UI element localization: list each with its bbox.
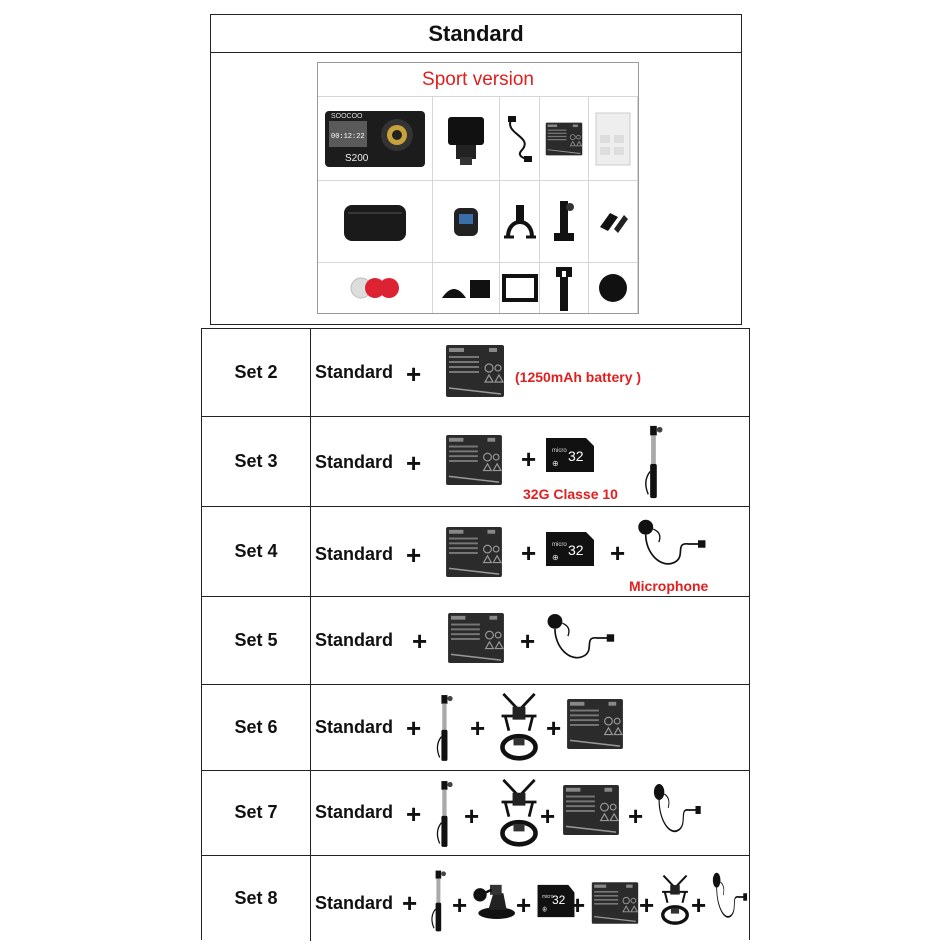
camera-brand: SOOCOO: [331, 113, 363, 120]
chest-harness-icon: [658, 869, 692, 931]
handlebar-mount-icon: [500, 180, 540, 262]
microphone-icon: [710, 869, 748, 925]
sd-capacity: 32: [552, 893, 566, 907]
sd-card-icon: 32: [544, 436, 596, 474]
sd-capacity: 32: [568, 448, 584, 464]
battery-icon: [445, 526, 503, 578]
set-label: Set 6: [202, 684, 311, 770]
chest-harness-icon: [496, 776, 542, 850]
set-row-5: Set 5 Standard + +: [202, 596, 749, 685]
chest-harness-icon: [496, 690, 542, 764]
battery-icon: [445, 344, 505, 398]
plus-sign: +: [521, 444, 537, 474]
carry-case-icon: [318, 180, 433, 262]
plus-sign: +: [639, 890, 655, 920]
plus-sign: +: [540, 801, 556, 831]
remote-control-icon: [433, 180, 500, 262]
selfie-stick-icon: [638, 424, 668, 500]
battery-icon: [445, 434, 503, 486]
plus-sign: +: [412, 626, 428, 656]
plus-sign: +: [570, 890, 586, 920]
set-row-7: Set 7 Standard + + + +: [202, 770, 749, 856]
plus-sign: +: [406, 713, 422, 743]
sd-capacity: 32: [568, 542, 584, 558]
plus-sign: +: [521, 538, 537, 568]
set-label: Set 5: [202, 596, 311, 684]
battery-icon: [566, 698, 624, 750]
camera-time: 00:12:22: [331, 133, 365, 141]
plus-sign: +: [470, 713, 486, 743]
standard-title: Standard: [211, 15, 741, 53]
battery-icon: [591, 881, 639, 925]
accessory-grid: SOOCOO 00:12:22 S200: [318, 96, 638, 313]
set-label: Set 7: [202, 770, 311, 855]
battery-capacity-note: (1250mAh battery ): [515, 369, 642, 385]
selfie-stick-icon: [431, 778, 457, 850]
plus-sign: +: [628, 801, 644, 831]
adhesive-pads-icon: [318, 262, 433, 313]
plus-sign: +: [464, 801, 480, 831]
set-row-4: Set 4 Standard + + 32 + Microphone: [202, 506, 749, 597]
usb-cable-icon: [500, 96, 540, 180]
battery-icon: [447, 612, 505, 664]
plus-sign: +: [406, 799, 422, 829]
set-label: Set 8: [202, 855, 311, 941]
sport-version-panel: Sport version SOOCOO 00:12:22 S200: [317, 62, 639, 314]
sd-card-icon: 32: [544, 530, 596, 568]
battery-icon: [562, 784, 620, 836]
standard-label: Standard: [315, 452, 394, 472]
plus-sign: +: [691, 890, 707, 920]
buckle-icon: [589, 180, 638, 262]
microphone-icon: [542, 610, 616, 666]
suction-mount-icon: [470, 877, 520, 921]
set-row-8: Set 8 Standard + + + 32 + + +: [202, 855, 749, 941]
wrench-icon: [540, 262, 589, 313]
standard-label: Standard: [315, 893, 394, 913]
standard-package-box: Standard Sport version SOOCOO 00:12:22 S…: [210, 14, 742, 325]
set-row-6: Set 6 Standard + + +: [202, 684, 749, 771]
set-row-3: Set 3 Standard + + 32 32G Classe 10: [202, 416, 749, 507]
selfie-stick-icon: [426, 863, 450, 939]
plus-sign: +: [452, 890, 468, 920]
camera-model: S200: [345, 153, 369, 164]
lens-cap-icon: [589, 262, 638, 313]
selfie-stick-icon: [431, 692, 457, 764]
plus-sign: +: [546, 713, 562, 743]
battery-icon: [540, 96, 589, 180]
plus-sign: +: [406, 448, 422, 478]
set-label: Set 4: [202, 506, 311, 596]
plus-sign: +: [406, 359, 422, 389]
standard-label: Standard: [315, 544, 394, 564]
plus-sign: +: [402, 888, 418, 918]
set-label: Set 3: [202, 416, 311, 506]
microphone-icon: [630, 516, 710, 572]
plus-sign: +: [520, 626, 536, 656]
standard-label: Standard: [315, 630, 394, 650]
microphone-icon: [650, 780, 702, 840]
sd-card-note: 32G Classe 10: [523, 486, 618, 502]
camera-icon: SOOCOO 00:12:22 S200: [318, 96, 433, 180]
sd-card-icon: 32: [536, 883, 576, 919]
microphone-note: Microphone: [629, 578, 709, 594]
sets-table: Set 2 Standard + (1250mAh battery ) Set …: [201, 328, 750, 941]
mount-adapter-icon: [540, 180, 589, 262]
sticker-sheet-icon: [589, 96, 638, 180]
standard-label: Standard: [315, 362, 394, 382]
plus-sign: +: [406, 540, 422, 570]
sport-version-title: Sport version: [422, 69, 534, 90]
curved-mount-icon: [433, 262, 500, 313]
backdoor-frame-icon: [500, 262, 540, 313]
plus-sign: +: [516, 890, 532, 920]
standard-label: Standard: [315, 717, 394, 737]
standard-label: Standard: [315, 802, 394, 822]
plus-sign: +: [610, 538, 626, 568]
set-row-2: Set 2 Standard + (1250mAh battery ): [202, 329, 749, 417]
waterproof-case-icon: [433, 96, 500, 180]
set-label: Set 2: [202, 329, 311, 416]
